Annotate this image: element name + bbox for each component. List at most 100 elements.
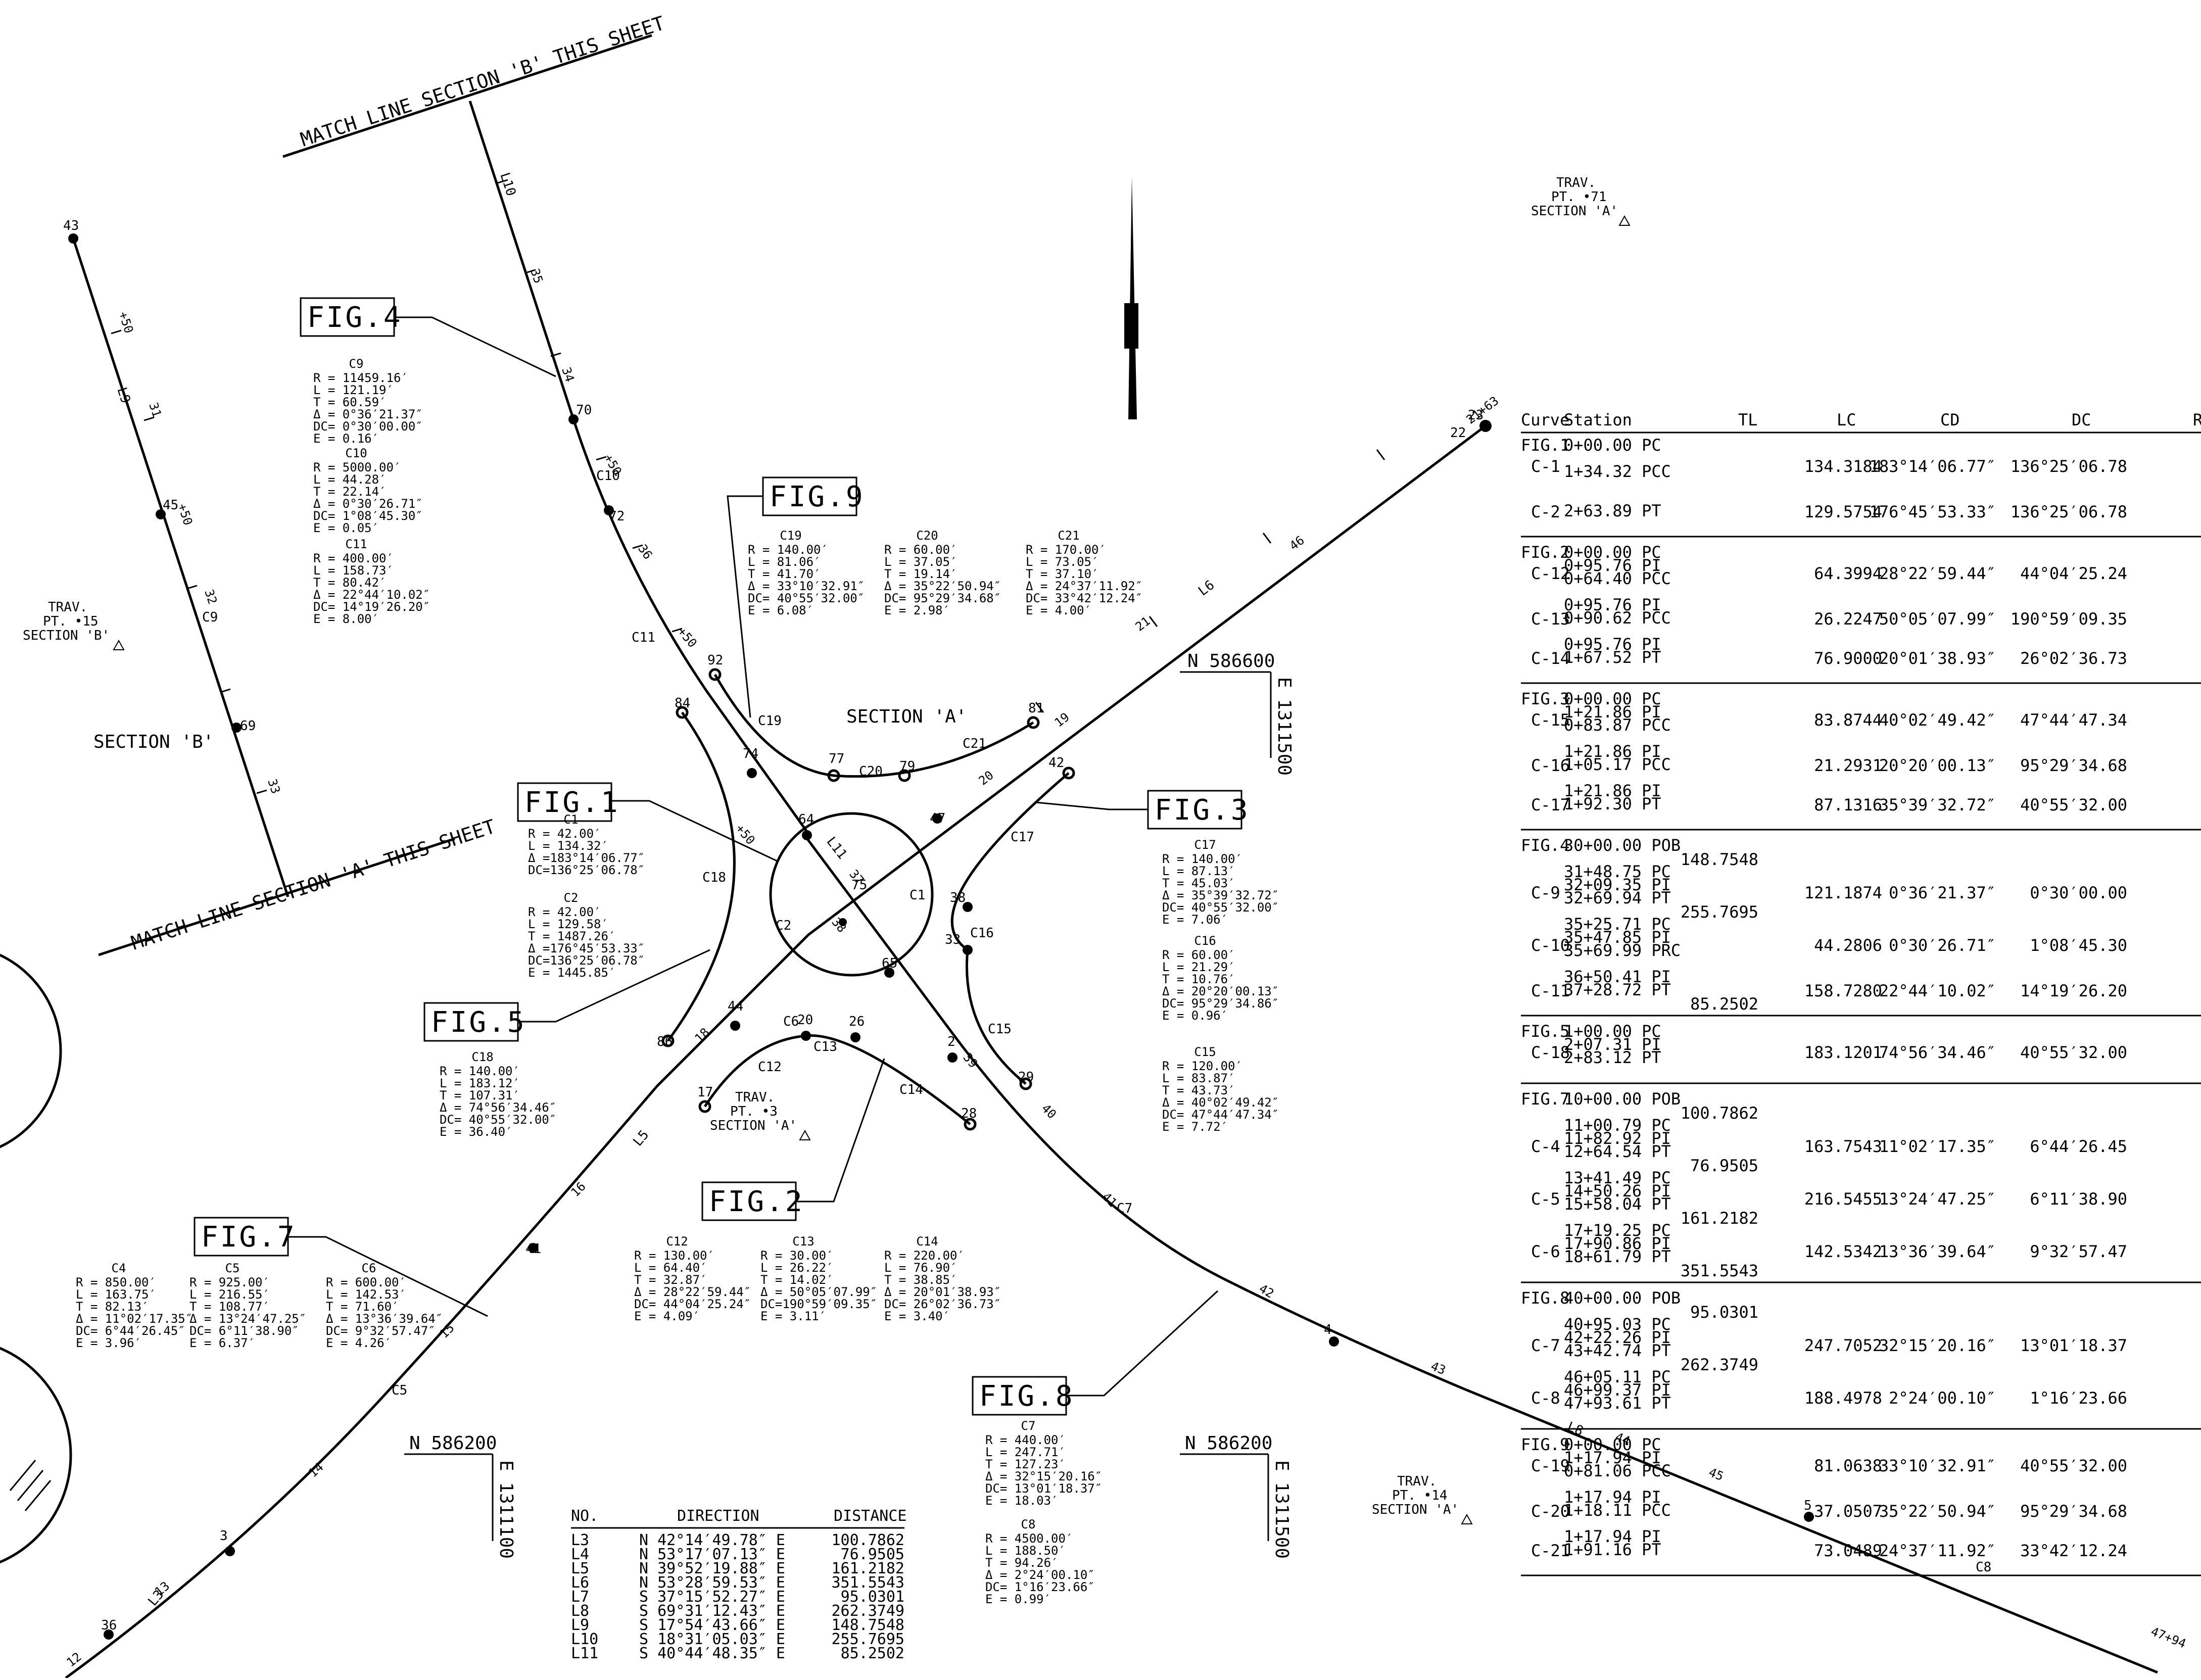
curve-block-line: L = 26.22′ [760, 1261, 834, 1275]
curve-block-line: Δ = 50°05′07.99″ [760, 1285, 877, 1299]
curve-table-header-r: R [2193, 410, 2201, 429]
line-table-header-direction: DIRECTION [677, 1507, 759, 1525]
curve-table-station: 1+91.16 PT [1564, 1540, 1661, 1559]
curve-block-line: R = 140.00′ [440, 1064, 520, 1078]
curve-block-line: DC= 40°55′32.00″ [748, 591, 865, 605]
svg-text:22: 22 [1450, 425, 1466, 441]
line-table-distance: 100.7862 [832, 1531, 905, 1549]
line-table-distance: 255.7695 [832, 1630, 905, 1648]
fig-5-callout: FIG.5 [423, 949, 710, 1042]
curve-block-line: L = 44.28′ [313, 472, 387, 487]
curve-table-station: 2+07.31 PI [1564, 1035, 1661, 1054]
curve-table-tl: 85.2502 [1690, 994, 1758, 1014]
svg-text:79: 79 [899, 759, 915, 774]
svg-text:L5: L5 [630, 1127, 652, 1149]
curve-table-station: 31+48.75 PC [1564, 862, 1671, 881]
svg-text:44: 44 [728, 999, 743, 1014]
curve-table-group: FIG.30+00.00 PC1+21.86 PI0+83.87 PCCC-15… [1521, 689, 2127, 814]
curve-block-line: Δ = 2°24′00.10″ [985, 1568, 1095, 1582]
curve-block-title: C11 [345, 537, 367, 551]
svg-text:C15: C15 [988, 1022, 1012, 1037]
curve-table-station: 37+28.72 PT [1564, 980, 1671, 999]
curve-block-title: C21 [1058, 529, 1079, 543]
curve-table-header-lc: LC [1837, 410, 1856, 429]
curve-block-line: DC= 1°16′23.66″ [985, 1580, 1095, 1594]
point-65 [884, 968, 894, 978]
svg-text:PT. •15: PT. •15 [43, 614, 99, 629]
svg-text:47: 47 [930, 811, 945, 826]
curve-block-line: Δ = 0°30′26.71″ [313, 497, 423, 511]
curve-table-lc: 64.3994 [1814, 564, 1882, 583]
curve-block-line: Δ = 28°22′59.44″ [634, 1285, 751, 1299]
curve-table-tl: 100.7862 [1681, 1103, 1758, 1123]
curve-table-curve: C-15 [1531, 710, 1570, 730]
svg-text:C2: C2 [776, 918, 791, 933]
curve-table-station: 1+34.32 PCC [1564, 462, 1671, 481]
curve-table-cd: 0°30′26.71″ [1889, 936, 1996, 955]
curve-table-fig: FIG.2 [1521, 543, 1569, 562]
line-table-direction: N 39°52′19.88″ E [639, 1560, 785, 1577]
curve-table-station: 10+00.00 POB [1564, 1089, 1681, 1109]
curve-block-line: R = 30.00′ [760, 1249, 834, 1263]
curve-block-line: T = 108.77′ [189, 1300, 270, 1314]
line-table-no: L6 [571, 1574, 589, 1592]
curve-block-line: Δ =176°45′53.33″ [528, 941, 645, 955]
svg-text:FIG.1: FIG.1 [524, 786, 620, 819]
curve-table-station: 14+50.26 PI [1564, 1181, 1671, 1201]
svg-text:77: 77 [829, 751, 844, 766]
curve-table-station: 40+95.03 PC [1564, 1315, 1671, 1334]
curve-table-station: 46+05.11 PC [1564, 1367, 1671, 1386]
curve-block-title: C13 [792, 1234, 814, 1249]
curve-block-title: C20 [916, 529, 938, 543]
curve-block-title: C9 [349, 357, 364, 371]
adjacent-detail-circle-1 [0, 953, 62, 1148]
svg-text:3: 3 [220, 1528, 228, 1544]
svg-text:92: 92 [707, 653, 723, 668]
curve-block-line: R = 600.00′ [326, 1275, 406, 1289]
curve-block-line: Δ = 32°15′20.16″ [985, 1469, 1102, 1483]
curve-block-line: DC= 95°29′34.86″ [1162, 996, 1279, 1011]
point-26 [850, 1032, 860, 1042]
svg-text:C10: C10 [596, 468, 620, 484]
svg-text:84: 84 [675, 696, 690, 711]
curve-block-line: Δ = 11°02′17.35″ [76, 1312, 193, 1326]
curve-block-line: DC= 40°55′32.00″ [440, 1113, 556, 1127]
curve-table-lc: 188.4978 [1804, 1388, 1882, 1408]
curve-block-line: T = 10.76′ [1162, 972, 1235, 986]
curve-block-line: L = 183.12′ [440, 1076, 520, 1090]
point-29 [1019, 1077, 1032, 1090]
curve-table-dc: 33°42′12.24 [2020, 1541, 2127, 1560]
northing-1: N 586600 [1187, 651, 1275, 671]
fig-8-callout: FIG.8 [972, 1290, 1219, 1416]
curve-block-line: R = 130.00′ [634, 1249, 714, 1263]
curve-table-station: 35+69.99 PRC [1564, 941, 1681, 960]
curve-table-station: 1+05.17 PCC [1564, 755, 1671, 774]
curve-block-line: R = 11459.16′ [313, 371, 408, 385]
north-arrow-icon [1128, 177, 1137, 419]
curve-block-line: Δ = 22°44′10.02″ [313, 588, 430, 602]
svg-text:TRAV.: TRAV. [1397, 1474, 1437, 1489]
curve-table-station: 1+00.00 PC [1564, 1022, 1661, 1041]
curve-block-line: DC= 13°01′18.37″ [985, 1481, 1102, 1496]
curve-block-line: E = 3.11′ [760, 1309, 826, 1323]
point-81 [1027, 716, 1040, 729]
curve-table-tl: 255.7695 [1681, 902, 1758, 922]
point-41 [528, 1243, 538, 1253]
curve-table-station: 35+25.71 PC [1564, 915, 1671, 934]
svg-text:FIG.9: FIG.9 [770, 481, 865, 513]
curve-table-curve: C-14 [1531, 649, 1570, 668]
point-79 [898, 769, 911, 782]
curve-block-line: L = 129.58′ [528, 917, 608, 931]
curve-table-curve: C-9 [1531, 883, 1560, 902]
curve-table-station: 30+00.00 POB [1564, 836, 1681, 855]
curve-block-line: E = 2.98′ [884, 603, 950, 617]
curve-block-title: C10 [345, 446, 367, 460]
svg-text:64: 64 [798, 812, 814, 827]
curve-c19-c21 [713, 674, 1034, 778]
svg-text:43: 43 [63, 218, 79, 233]
north-arrow-band [1124, 303, 1138, 349]
curve-table-tl: 76.9505 [1690, 1156, 1758, 1175]
curve-table-dc: 136°25′06.78 [2011, 502, 2127, 521]
